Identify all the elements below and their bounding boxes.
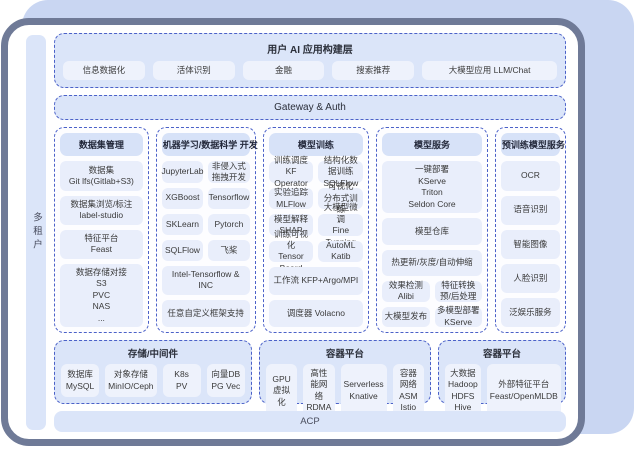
chip-vectordb-pgvec: 向量DB PG Vec bbox=[206, 364, 245, 397]
diagram-content: 用户 AI 应用构建层 信息数据化 活体识别 金融 搜索推荐 大模型应用 LLM… bbox=[54, 33, 566, 432]
row-mlflow-distributed: 实验追踪 MLFlow 可视化 分布式训练 bbox=[268, 181, 364, 214]
row-tensorboard-katib: 训练可视化 Tensor Board AutoML Katib bbox=[268, 229, 364, 273]
column-pretrained-model-services-items: OCR 语音识别 智能图像 人脸识别 泛娱乐服务 bbox=[500, 161, 560, 328]
column-pretrained-model-services-title: 预训练模型服务 bbox=[500, 133, 565, 157]
box-llm-release: 大模型发布 bbox=[382, 306, 430, 328]
chip-k8s-pv: K8s PV bbox=[162, 364, 201, 397]
container-platform-2-items: 大数据 Hadoop HDFS Hive 外部特征平台 Feast/OpenML… bbox=[445, 364, 561, 418]
column-pretrained-model-services: 预训练模型服务 OCR 语音识别 智能图像 人脸识别 泛娱乐服务 bbox=[494, 127, 566, 333]
box-feature-platform-feast: 特征平台 Feast bbox=[60, 229, 143, 259]
box-automl-katib: AutoML Katib bbox=[318, 240, 364, 263]
box-feature-transform-prepost: 特征转换 预/后处理 bbox=[434, 280, 482, 302]
app-layer-title: 用户 AI 应用构建层 bbox=[267, 45, 353, 56]
column-ml-datascience-dev: 机器学习/数据科学 开发 JupyterLab 非侵入式 拖拽开发 XGBoos… bbox=[155, 127, 258, 333]
column-dataset-management-title: 数据集管理 bbox=[60, 133, 143, 157]
gateway-auth-bar: Gateway & Auth bbox=[54, 95, 566, 121]
storage-middleware-panel: 存储/中间件 数据库 MySQL 对象存储 MinIO/Ceph K8s PV … bbox=[54, 340, 252, 404]
row-sqlflow-paddle: SQLFlow 飞桨 bbox=[161, 239, 250, 261]
chip-minio-ceph: 对象存储 MinIO/Ceph bbox=[105, 364, 157, 397]
multi-tenant-label: 多租户 bbox=[31, 212, 42, 253]
row-sklearn-pytorch: SKLearn Pytorch bbox=[161, 213, 250, 235]
box-pytorch: Pytorch bbox=[208, 213, 250, 235]
chip-rdma: 高性能网络 RDMA bbox=[303, 364, 335, 418]
box-llm-finetuning: 大模型微调 Fine Tunning bbox=[318, 202, 364, 247]
acp-bar: ACP bbox=[54, 411, 566, 432]
box-intel-tensorflow-inc: Intel-Tensorflow & INC bbox=[161, 265, 250, 295]
chip-gpu-virtualization: GPU 虚拟化 bbox=[265, 364, 298, 418]
app-layer-panel: 用户 AI 应用构建层 信息数据化 活体识别 金融 搜索推荐 大模型应用 LLM… bbox=[54, 33, 566, 89]
box-tensorboard: 训练可视化 Tensor Board bbox=[268, 229, 314, 273]
gateway-auth-label: Gateway & Auth bbox=[274, 102, 346, 114]
box-smart-image: 智能图像 bbox=[500, 229, 560, 259]
chip-external-feature-platform: 外部特征平台 Feast/OpenMLDB bbox=[486, 364, 561, 418]
box-paddle: 飞桨 bbox=[208, 239, 250, 261]
column-ml-datascience-dev-title: 机器学习/数据科学 开发 bbox=[161, 133, 258, 157]
row-kfoperator-sqlflow: 训练调度 KF Operator 结构化数据训练 SQLFlow bbox=[268, 155, 364, 188]
box-workflow-kfp-argo-mpi: 工作流 KFP+Argo/MPI bbox=[268, 267, 364, 295]
column-dataset-management: 数据集管理 数据集 Git lfs(Gitlab+S3) 数据集浏览/标注 la… bbox=[54, 127, 149, 333]
box-label-studio: 数据集浏览/标注 label-studio bbox=[60, 195, 143, 225]
box-model-repository: 模型仓库 bbox=[382, 218, 482, 245]
box-structured-training-sqlflow: 结构化数据训练 SQLFlow bbox=[318, 155, 364, 188]
box-dataset-gitlfs: 数据集 Git lfs(Gitlab+S3) bbox=[60, 161, 143, 191]
container-platform-panel: 容器平台 GPU 虚拟化 高性能网络 RDMA Serverless Knati… bbox=[258, 340, 431, 418]
app-item-finance: 金融 bbox=[242, 61, 325, 81]
chip-bigdata-hadoop: 大数据 Hadoop HDFS Hive bbox=[445, 364, 481, 418]
column-model-serving-title: 模型服务 bbox=[382, 133, 482, 157]
box-tensorflow: Tensorflow bbox=[208, 187, 250, 209]
platform-architecture-card: 多租户 用户 AI 应用构建层 信息数据化 活体识别 金融 搜索推荐 大模型应用… bbox=[1, 18, 585, 446]
container-platform-panel-2: 容器平台 大数据 Hadoop HDFS Hive 外部特征平台 Feast/O… bbox=[438, 340, 566, 418]
container-platform-title: 容器平台 bbox=[325, 349, 364, 360]
column-ml-datascience-dev-items: JupyterLab 非侵入式 拖拽开发 XGBoost Tensorflow … bbox=[161, 161, 250, 328]
container-platform-items: GPU 虚拟化 高性能网络 RDMA Serverless Knative 容器… bbox=[265, 364, 425, 418]
box-hotupdate-canary-autoscale: 热更新/灰度/自动伸缩 bbox=[382, 249, 482, 277]
box-experiment-tracking-mlflow: 实验追踪 MLFlow bbox=[268, 187, 314, 210]
column-model-serving-items: 一键部署 KServe Triton Seldon Core 模型仓库 热更新/… bbox=[382, 161, 482, 328]
box-ocr: OCR bbox=[500, 161, 560, 191]
container-platform-2-title: 容器平台 bbox=[482, 349, 521, 360]
chip-mysql: 数据库 MySQL bbox=[61, 364, 100, 397]
app-item-liveness-detection: 活体识别 bbox=[152, 61, 235, 81]
chip-serverless-knative: Serverless Knative bbox=[340, 364, 387, 418]
box-sklearn: SKLearn bbox=[161, 213, 204, 235]
box-oneclick-deploy: 一键部署 KServe Triton Seldon Core bbox=[382, 161, 482, 214]
box-custom-framework-support: 任意自定义框架支持 bbox=[161, 299, 250, 328]
column-model-training-items: 训练调度 KF Operator 结构化数据训练 SQLFlow 实验追踪 ML… bbox=[268, 155, 364, 327]
row-jupyter-dragdrop: JupyterLab 非侵入式 拖拽开发 bbox=[161, 161, 250, 183]
capability-columns: 数据集管理 数据集 Git lfs(Gitlab+S3) 数据集浏览/标注 la… bbox=[54, 127, 566, 333]
column-dataset-management-items: 数据集 Git lfs(Gitlab+S3) 数据集浏览/标注 label-st… bbox=[60, 161, 143, 327]
chip-asm-istio: 容器网络 ASM Istio bbox=[392, 364, 425, 418]
box-effect-detection-alibi: 效果检测 Alibi bbox=[382, 280, 430, 302]
box-xgboost: XGBoost bbox=[161, 187, 204, 209]
app-item-search-recommendation: 搜索推荐 bbox=[332, 61, 415, 81]
box-scheduler-volcano: 调度器 Volacno bbox=[268, 299, 364, 327]
acp-label: ACP bbox=[300, 416, 320, 427]
column-model-serving: 模型服务 一键部署 KServe Triton Seldon Core 模型仓库… bbox=[376, 127, 488, 333]
infrastructure-row: 存储/中间件 数据库 MySQL 对象存储 MinIO/Ceph K8s PV … bbox=[54, 340, 566, 418]
box-pan-entertainment: 泛娱乐服务 bbox=[500, 297, 560, 328]
box-sqlflow: SQLFlow bbox=[161, 239, 204, 261]
row-llm-release-multimodel: 大模型发布 多模型部署 KServe bbox=[382, 305, 482, 328]
row-xgboost-tensorflow: XGBoost Tensorflow bbox=[161, 187, 250, 209]
app-item-llm-chat: 大模型应用 LLM/Chat bbox=[422, 61, 558, 81]
box-speech-recognition: 语音识别 bbox=[500, 195, 560, 225]
row-alibi-feature-transform: 效果检测 Alibi 特征转换 预/后处理 bbox=[382, 280, 482, 302]
box-model-explain-shap: 模型解释 SHAP bbox=[268, 214, 314, 236]
box-multimodel-deploy-kserve: 多模型部署 KServe bbox=[434, 305, 482, 328]
storage-middleware-title: 存储/中间件 bbox=[127, 349, 178, 360]
box-storage-connectors: 数据存储对接 S3 PVC NAS ... bbox=[60, 263, 143, 327]
box-noninvasive-dragdrop: 非侵入式 拖拽开发 bbox=[208, 161, 250, 183]
column-model-training: 模型训练 训练调度 KF Operator 结构化数据训练 SQLFlow 实验… bbox=[262, 127, 370, 333]
box-jupyterlab: JupyterLab bbox=[161, 161, 204, 183]
storage-middleware-items: 数据库 MySQL 对象存储 MinIO/Ceph K8s PV 向量DB PG… bbox=[61, 364, 245, 397]
multi-tenant-strip: 多租户 bbox=[26, 35, 46, 430]
column-model-training-title: 模型训练 bbox=[268, 133, 364, 157]
box-training-scheduling-kfoperator: 训练调度 KF Operator bbox=[268, 155, 314, 188]
app-item-info-digitization: 信息数据化 bbox=[63, 61, 145, 81]
box-face-recognition: 人脸识别 bbox=[500, 263, 560, 293]
app-layer-items: 信息数据化 活体识别 金融 搜索推荐 大模型应用 LLM/Chat bbox=[63, 61, 558, 81]
